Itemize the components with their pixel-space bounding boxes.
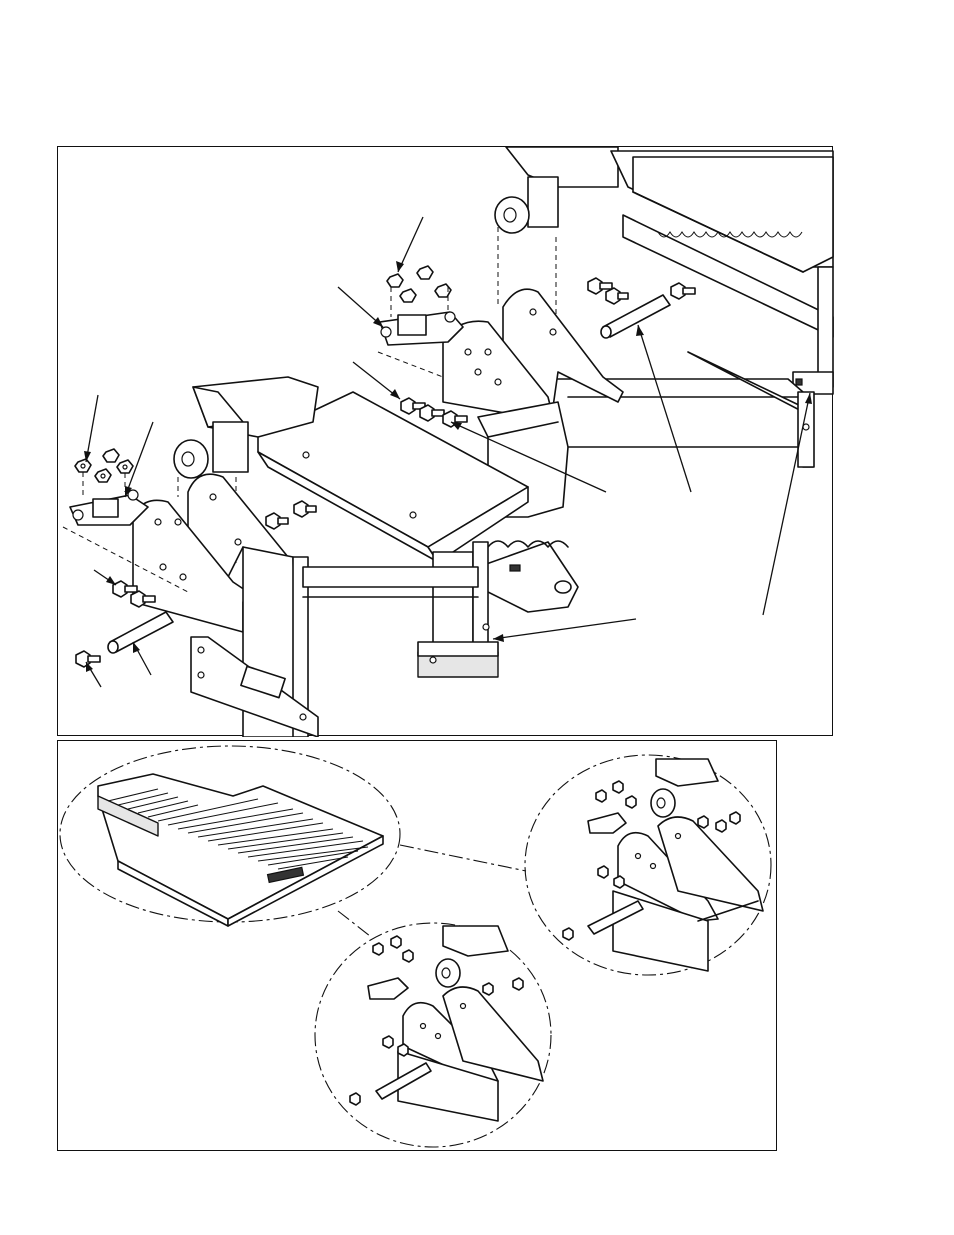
nut-icon — [74, 448, 134, 483]
assembled-detail-drawing — [59, 745, 772, 1148]
roller-top — [494, 176, 559, 234]
assembled-detail-panel — [57, 740, 777, 1151]
left-upper-arm — [173, 376, 319, 479]
center-detail — [314, 922, 552, 1148]
left-base-frame — [190, 546, 479, 737]
rear-upper-frame — [505, 147, 834, 395]
bolt-icon — [349, 780, 741, 1106]
seat-post — [417, 541, 499, 678]
seat-pad — [257, 391, 529, 563]
right-detail — [524, 754, 772, 976]
pivot-plate-right — [442, 288, 624, 418]
pin-icon — [107, 294, 671, 654]
bolt-icon — [75, 277, 696, 668]
exploded-assembly-drawing — [62, 147, 834, 737]
leader-lines — [84, 216, 812, 688]
footplate-icon — [97, 773, 384, 927]
upper-bracket — [379, 265, 464, 346]
exploded-assembly-panel — [57, 146, 834, 737]
footplate-detail — [59, 745, 401, 927]
footplate-assembly — [477, 540, 579, 613]
left-bracket — [69, 489, 149, 526]
